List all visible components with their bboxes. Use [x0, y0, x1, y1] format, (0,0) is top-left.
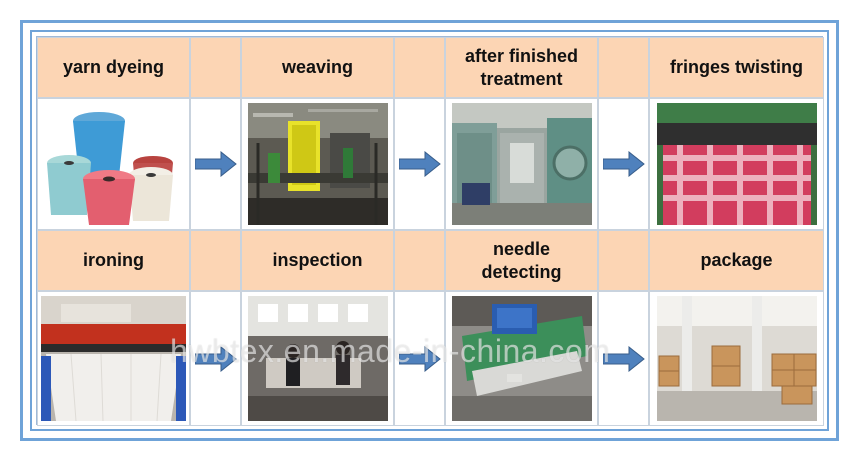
inspection-workshop-photo	[241, 291, 394, 426]
label-spacer	[598, 37, 649, 98]
step-label-ironing: ironing	[37, 230, 190, 291]
label-spacer	[394, 37, 445, 98]
ironing-machine-photo	[37, 291, 190, 426]
step-label-weaving: weaving	[241, 37, 394, 98]
step-label-fringes-twisting: fringes twisting	[649, 37, 824, 98]
label-spacer	[190, 37, 241, 98]
loom-photo	[241, 98, 394, 230]
inner-frame	[30, 30, 829, 431]
step-label-needle-detecting: needle detecting	[445, 230, 598, 291]
warehouse-boxes-photo	[649, 291, 824, 426]
process-flow-grid: yarn dyeing weaving after finished treat…	[36, 36, 824, 426]
step-label-after-finished-treatment: after finished treatment	[445, 37, 598, 98]
label-spacer	[598, 230, 649, 291]
label-spacer	[190, 230, 241, 291]
flow-arrow	[394, 98, 445, 230]
needle-detector-photo	[445, 291, 598, 426]
flow-arrow	[190, 98, 241, 230]
flow-arrow	[394, 291, 445, 426]
outer-frame	[20, 20, 839, 441]
step-label-inspection: inspection	[241, 230, 394, 291]
yarn-cones-photo	[37, 98, 190, 230]
step-label-package: package	[649, 230, 824, 291]
flow-arrow	[190, 291, 241, 426]
label-spacer	[394, 230, 445, 291]
fringe-machine-photo	[649, 98, 824, 230]
finishing-machines-photo	[445, 98, 598, 230]
step-label-yarn-dyeing: yarn dyeing	[37, 37, 190, 98]
flow-arrow	[598, 291, 649, 426]
flow-arrow	[598, 98, 649, 230]
